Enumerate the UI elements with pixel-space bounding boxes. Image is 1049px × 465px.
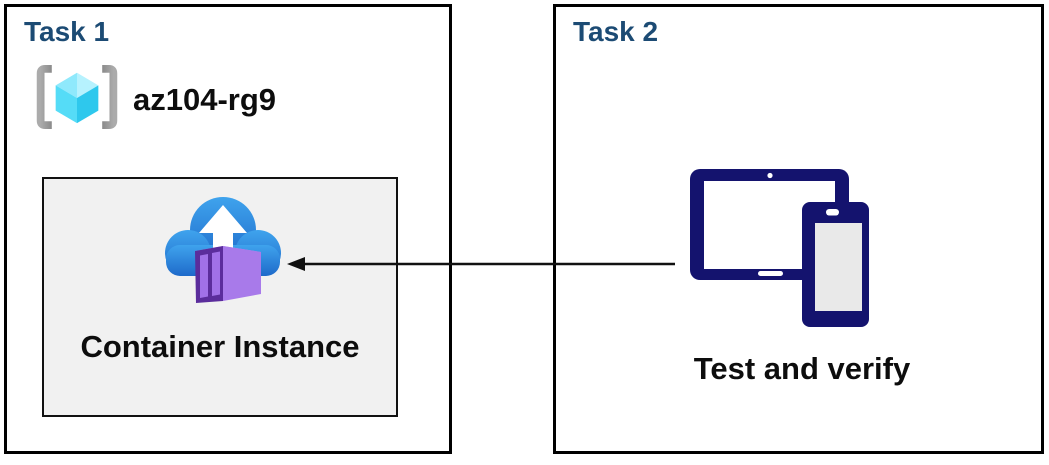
container-instance-card: Container Instance xyxy=(42,177,398,417)
upload-arrow-icon xyxy=(199,205,247,259)
task2-panel: Task 2 Test and verify xyxy=(553,4,1044,454)
devices-icon xyxy=(690,169,870,334)
task1-panel: Task 1 xyxy=(4,4,452,454)
resource-group-icon xyxy=(35,65,119,134)
cube-icon xyxy=(55,72,99,124)
left-bracket-icon xyxy=(36,65,52,129)
container-instance-label: Container Instance xyxy=(80,329,360,364)
test-and-verify-label: Test and verify xyxy=(693,351,911,386)
container-instance-icon xyxy=(164,197,282,310)
resource-group-name: az104-rg9 xyxy=(133,81,277,117)
tablet-camera-dot xyxy=(767,172,773,179)
resource-group-row: az104-rg9 xyxy=(35,65,276,134)
right-bracket-icon xyxy=(102,65,118,129)
task2-title: Task 2 xyxy=(573,16,659,47)
task1-title: Task 1 xyxy=(24,16,110,47)
tablet-home-slot xyxy=(758,271,783,276)
phone-speaker-slot xyxy=(826,209,839,216)
container-cube-icon xyxy=(195,246,261,303)
phone-icon xyxy=(802,202,869,327)
